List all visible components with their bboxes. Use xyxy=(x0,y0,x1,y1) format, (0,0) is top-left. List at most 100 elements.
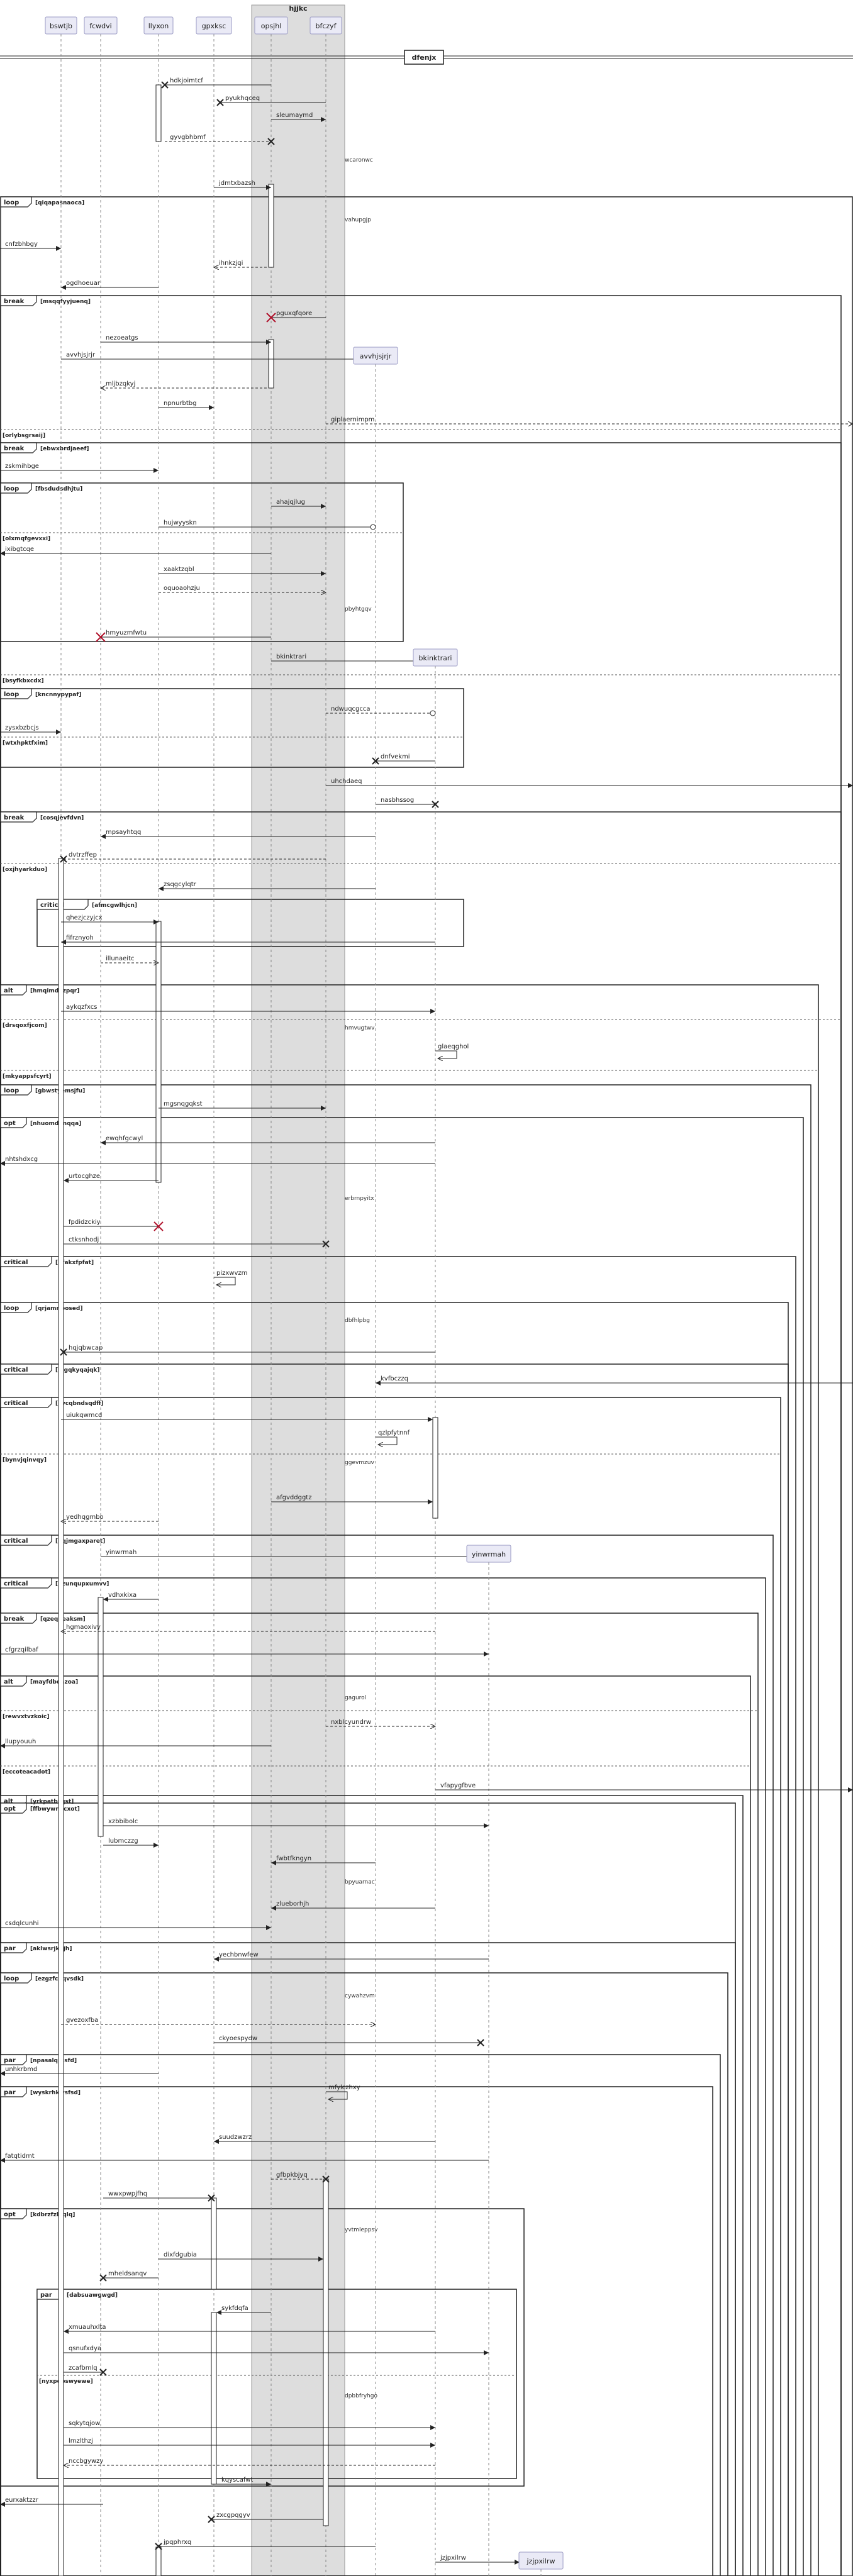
message: llupyouuh xyxy=(0,1738,271,1748)
fragment-tab xyxy=(0,1613,37,1624)
message-arrow xyxy=(326,2091,348,2099)
message-label: xzbbibolc xyxy=(108,1818,138,1825)
message: lmzlthzj xyxy=(64,2438,435,2448)
message-label: oquoaohzju xyxy=(164,585,200,592)
participant-label: jzjpxilrw xyxy=(526,2557,555,2565)
message-label: ahajqjlug xyxy=(276,499,305,506)
note-text: erbrnpyitx xyxy=(345,1196,374,1202)
participant-box[interactable] xyxy=(353,347,398,365)
message-label: yedhqgmbo xyxy=(66,1514,104,1521)
message: ogdhoeuar xyxy=(61,280,159,290)
destroy-mark xyxy=(216,99,224,106)
participant-box[interactable] xyxy=(143,16,174,35)
message: hujwyyskn xyxy=(159,519,376,530)
message-label: npnurbtbg xyxy=(164,400,196,407)
message: xzbbibolc xyxy=(103,1818,489,1828)
fragment-tab xyxy=(0,1972,32,1984)
activation-bar xyxy=(155,921,162,1183)
fragment-condition: [drsqoxfjcom] xyxy=(3,1023,47,1029)
message: nxblcyundrw xyxy=(326,1719,435,1726)
participant-label: fcwdvi xyxy=(89,22,111,30)
message-label: nasbhssog xyxy=(381,797,414,804)
fragment-kind: opt xyxy=(4,2211,16,2218)
fragment-kind: break xyxy=(4,1616,25,1623)
participant-label: gpxksc xyxy=(202,22,226,30)
fragment-condition: [ffbwywnucxot] xyxy=(30,1806,80,1813)
message: ihnkzjqi xyxy=(214,260,271,267)
message-label: ewqhfgcwyl xyxy=(106,1135,143,1142)
fragment-kind: critical xyxy=(4,1538,28,1545)
fragment-kind: critical xyxy=(40,902,65,909)
fragment-condition: [oxjhyarkduo] xyxy=(3,867,47,873)
message: sykfdqfa xyxy=(216,2305,271,2315)
message: zsqgcylqtr xyxy=(159,881,376,891)
message: jzjpxilrw xyxy=(435,2555,520,2565)
activation-bar xyxy=(268,339,274,389)
fragment-critical xyxy=(0,1577,766,2576)
message-label: avvhjsjrjr xyxy=(66,352,96,358)
fragment-condition: [hmqimdgzpqr] xyxy=(30,988,79,994)
participant-box[interactable] xyxy=(518,2551,564,2570)
fragment-opt xyxy=(0,1802,736,2576)
fragment-tab xyxy=(0,1675,27,1687)
fragment-tab xyxy=(0,1535,52,1546)
message: cnfzbhbgy xyxy=(0,241,61,251)
participant-box[interactable] xyxy=(196,16,232,35)
activation-bar xyxy=(432,1417,438,1519)
participant-box[interactable] xyxy=(309,16,342,35)
fragment-condition: [bsyfkbxcdx] xyxy=(3,678,44,684)
message-label: zxcgpqgyv xyxy=(216,2512,250,2519)
message-label: fpdidzckiy xyxy=(69,1219,101,1226)
message-label: fwbtfkngyn xyxy=(276,1855,311,1862)
destroy-mark xyxy=(155,2543,162,2550)
participant-box[interactable] xyxy=(254,16,288,35)
message: jpqphrxq xyxy=(155,2539,376,2550)
destroy-mark xyxy=(372,757,379,765)
activation-bar xyxy=(211,2312,217,2485)
fragment-tab xyxy=(0,295,37,306)
message-label: jpqphrxq xyxy=(163,2539,191,2546)
message-label: hmyuzmfwtu xyxy=(106,630,147,636)
participant-label: avvhjsjrjr xyxy=(360,352,392,360)
fragment-condition: [kncnnypypaf] xyxy=(35,692,81,698)
destroy-mark xyxy=(322,1240,330,1248)
participant-box[interactable] xyxy=(466,1545,511,1563)
message: ndwuqcgcca xyxy=(326,706,436,716)
fragment-tab xyxy=(0,1117,27,1128)
activation-bar xyxy=(211,2197,217,2290)
fragment-critical xyxy=(0,1363,789,2576)
divider-label: dfenjx xyxy=(412,53,437,62)
message-label: ctksnhodj xyxy=(69,1236,99,1243)
message: mljbzqkyj xyxy=(101,380,271,388)
note-text: hmvugtwv xyxy=(345,1025,375,1031)
note-text: gagurol xyxy=(345,1695,366,1701)
message-label: nhtshdxcg xyxy=(5,1156,38,1163)
fragment-tab xyxy=(0,2054,27,2065)
message: xaaktzqbl xyxy=(159,566,326,576)
message-arrow xyxy=(376,1436,398,1445)
destroy-mark xyxy=(99,2274,107,2282)
participant-box[interactable] xyxy=(84,16,118,35)
message-label: afgvddggtz xyxy=(276,1494,311,1501)
message-arrow xyxy=(435,1050,457,1058)
note-text: bpyuarnac xyxy=(345,1879,375,1885)
activation-bar xyxy=(98,1597,104,1837)
fragment-condition: [mayfdbqazoa] xyxy=(30,1679,78,1685)
message: dixfdgubia xyxy=(159,2251,323,2262)
fragment-kind: loop xyxy=(4,486,19,492)
message: mheldsanqv xyxy=(99,2270,159,2282)
message: qhezjczyjcx xyxy=(61,914,159,924)
participant-label: bkinktrari xyxy=(419,654,452,662)
message: ewqhfgcwyl xyxy=(101,1135,435,1145)
participant-box[interactable] xyxy=(413,648,458,667)
message: zysxbzbcjs xyxy=(0,724,61,735)
participant-box[interactable] xyxy=(45,16,77,35)
fragment-kind: critical xyxy=(4,1259,28,1266)
destroy-mark xyxy=(267,138,275,145)
destroy-mark xyxy=(96,632,106,642)
note-text: dbfhlpbg xyxy=(345,1318,370,1324)
participant-group-label: hjjkc xyxy=(289,4,307,13)
message-label: sleumaymd xyxy=(276,112,313,119)
destroy-mark xyxy=(161,81,169,89)
message-label: dixfdgubia xyxy=(164,2251,197,2258)
